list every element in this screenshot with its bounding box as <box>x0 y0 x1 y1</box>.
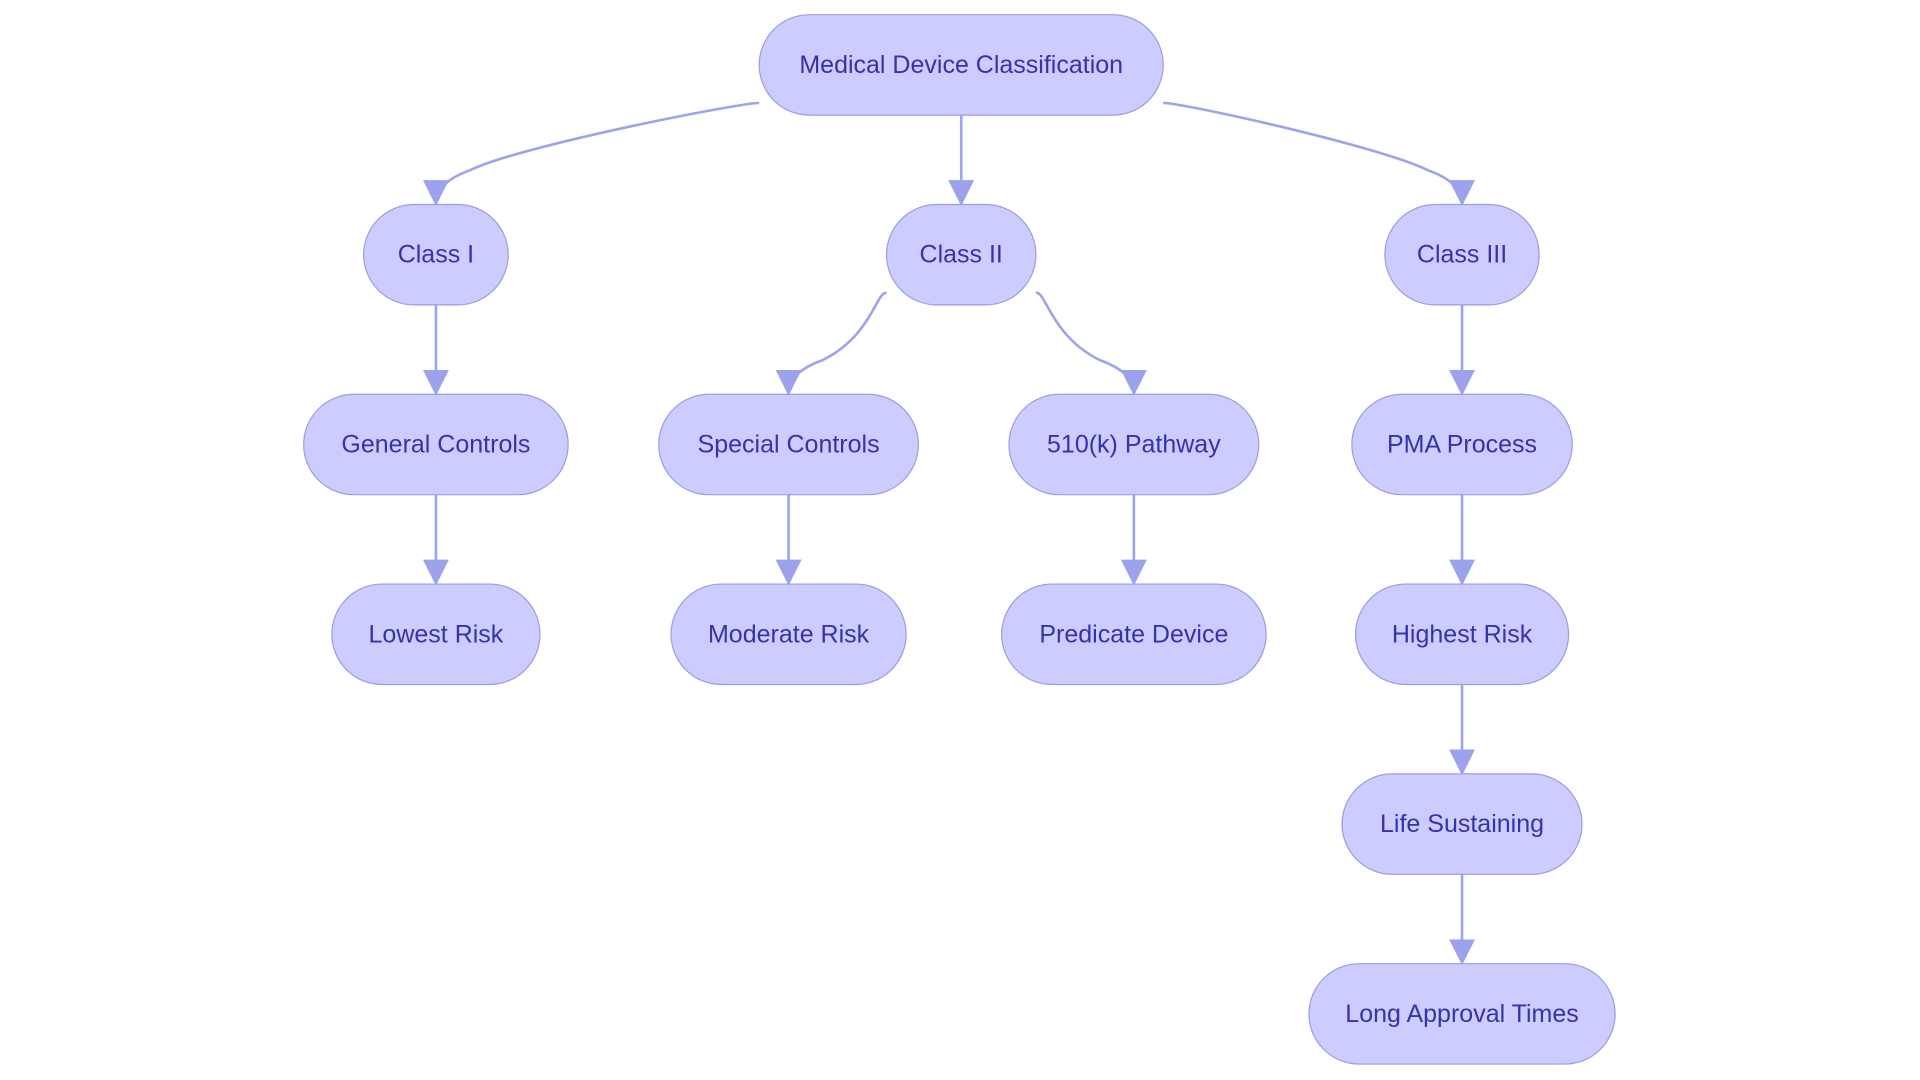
node-label: Life Sustaining <box>1380 810 1544 838</box>
node-shape <box>1384 203 1540 306</box>
node-lowest: Lowest Risk <box>331 583 541 686</box>
node-label: Class II <box>920 241 1003 269</box>
edge-root-to-class3 <box>1163 101 1476 207</box>
node-label: Highest Risk <box>1392 620 1533 648</box>
node-shape <box>658 393 919 496</box>
node-general: General Controls <box>303 393 569 496</box>
node-label: 510(k) Pathway <box>1047 430 1221 458</box>
node-shape <box>758 14 1164 116</box>
node-root: Medical Device Classification <box>758 14 1164 116</box>
node-shape <box>1001 583 1267 686</box>
node-special: Special Controls <box>658 393 919 496</box>
node-label: Medical Device Classification <box>799 51 1123 79</box>
node-label: Class III <box>1417 241 1507 269</box>
node-shape <box>303 393 569 496</box>
node-shape <box>1308 963 1616 1065</box>
node-shape <box>670 583 907 686</box>
node-moderate: Moderate Risk <box>670 583 907 686</box>
edge-class2-to-p510k <box>1035 291 1147 396</box>
node-shape <box>331 583 541 686</box>
node-life: Life Sustaining <box>1341 773 1583 875</box>
node-label: Lowest Risk <box>369 620 504 648</box>
node-label: PMA Process <box>1387 430 1537 458</box>
node-label: Class I <box>398 241 474 269</box>
node-label: Long Approval Times <box>1345 1000 1578 1028</box>
node-shape <box>363 203 509 306</box>
node-class3: Class III <box>1384 203 1540 306</box>
node-shape <box>1354 583 1570 686</box>
node-label: Predicate Device <box>1039 620 1228 648</box>
node-label: Special Controls <box>698 430 880 458</box>
node-predicate: Predicate Device <box>1001 583 1267 686</box>
node-label: Moderate Risk <box>708 620 870 648</box>
node-label: General Controls <box>341 430 530 458</box>
node-shape <box>1341 773 1583 875</box>
node-pma: PMA Process <box>1351 393 1573 496</box>
node-shape <box>1008 393 1260 496</box>
node-p510k: 510(k) Pathway <box>1008 393 1260 496</box>
edge-class2-to-special <box>775 291 887 396</box>
node-longapp: Long Approval Times <box>1308 963 1616 1065</box>
edge-root-to-class1 <box>422 101 760 207</box>
node-class2: Class II <box>885 203 1037 306</box>
node-shape <box>1351 393 1573 496</box>
node-shape <box>885 203 1037 306</box>
node-highest: Highest Risk <box>1354 583 1570 686</box>
node-class1: Class I <box>363 203 509 306</box>
